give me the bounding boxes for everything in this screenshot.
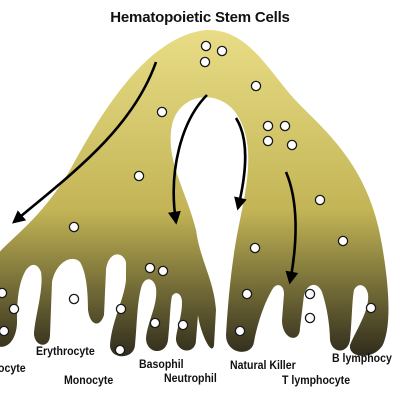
arrows-layer bbox=[12, 61, 299, 285]
cell-circle bbox=[115, 303, 127, 315]
cell-circle bbox=[0, 325, 10, 337]
label-t-lymphocyte: T lymphocyte bbox=[282, 373, 351, 387]
cell-circle bbox=[249, 242, 261, 254]
cell-circle bbox=[279, 120, 291, 132]
arrow-to-natural-killer bbox=[234, 117, 247, 211]
cell-circle bbox=[241, 288, 253, 300]
stem-cell-tree-body bbox=[0, 29, 389, 357]
cell-circle bbox=[149, 317, 161, 329]
arrow-to-t-lymphocyte bbox=[284, 171, 299, 285]
cell-circle bbox=[68, 221, 80, 233]
cell-circle bbox=[304, 312, 316, 324]
label-erythrocyte: Erythrocyte bbox=[36, 344, 95, 358]
cell-circle bbox=[200, 40, 212, 52]
cell-circle bbox=[0, 287, 8, 299]
cell-circle bbox=[216, 45, 228, 57]
cell-circle bbox=[286, 139, 298, 151]
cell-circle bbox=[144, 262, 156, 274]
cell-circle bbox=[314, 194, 326, 206]
cell-circle bbox=[337, 235, 349, 247]
cell-circle bbox=[234, 325, 246, 337]
label-b-lymphocyte: B lymphocy bbox=[332, 351, 392, 365]
cell-circle bbox=[177, 319, 189, 331]
cell-circle bbox=[133, 170, 145, 182]
cell-circle bbox=[365, 302, 377, 314]
cells-layer bbox=[0, 40, 377, 356]
cell-circle bbox=[262, 120, 274, 132]
label-neutrophil: Neutrophil bbox=[164, 371, 217, 385]
label-basophil: Basophil bbox=[139, 357, 184, 371]
label-monocyte: Monocyte bbox=[64, 373, 114, 387]
label-natural-killer: Natural Killer bbox=[230, 358, 296, 372]
cell-circle bbox=[157, 265, 169, 277]
cell-circle bbox=[68, 293, 80, 305]
arrow-to-myeloid-branch bbox=[167, 94, 208, 225]
cell-circle bbox=[262, 135, 274, 147]
cell-circle bbox=[199, 56, 211, 68]
diagram-title: Hematopoietic Stem Cells bbox=[110, 9, 290, 26]
arrow-left-to-monocyte bbox=[12, 61, 158, 224]
label-monocyte-cut: ocyte bbox=[0, 361, 26, 375]
cell-circle bbox=[156, 106, 168, 118]
cell-circle bbox=[114, 344, 126, 356]
cell-circle bbox=[250, 80, 262, 92]
cell-circle bbox=[304, 288, 316, 300]
cell-circle bbox=[8, 303, 20, 315]
